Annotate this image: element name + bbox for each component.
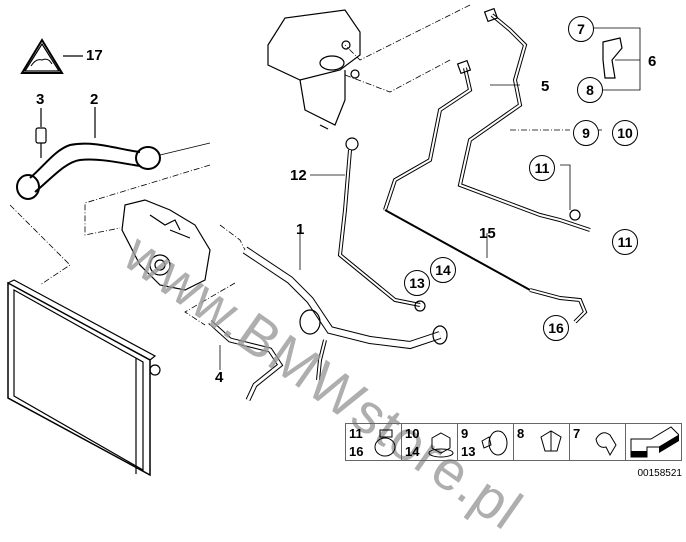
legend-number: 10 — [405, 426, 420, 441]
callout-9[interactable]: 9 — [573, 120, 599, 146]
legend-cell-hose-clamp[interactable]: 11 16 — [346, 424, 402, 460]
callout-14[interactable]: 14 — [430, 257, 456, 283]
expansion-tank-part — [267, 9, 361, 151]
vent-hose-part — [337, 149, 426, 312]
expansion-tank-hose-part — [457, 7, 591, 232]
legend-number: 9 — [461, 426, 469, 441]
clip-icon — [595, 432, 617, 457]
lower-hose-part — [208, 320, 284, 402]
callout-5[interactable]: 5 — [541, 78, 550, 95]
hex-nut-icon — [428, 432, 454, 458]
legend-number: 7 — [573, 426, 581, 441]
reference-lines — [9, 4, 570, 326]
callout-13[interactable]: 13 — [404, 270, 430, 296]
pipe-clamp-icon — [481, 430, 508, 456]
callout-3[interactable]: 3 — [36, 91, 45, 108]
hose-clamp-icon — [374, 429, 396, 457]
legend-cell-clip[interactable]: 7 — [570, 424, 626, 460]
legend-number: 14 — [405, 444, 420, 459]
legend-number: 13 — [461, 444, 476, 459]
callout-15[interactable]: 15 — [479, 225, 496, 242]
callout-7[interactable]: 7 — [568, 16, 594, 42]
legend-cell-nut[interactable]: 10 14 — [402, 424, 458, 460]
water-pump-part — [121, 199, 211, 291]
temperature-sensor-part — [35, 108, 47, 158]
legend-number: 11 — [349, 426, 363, 441]
drawing-number: 00158521 — [637, 468, 683, 479]
callout-4[interactable]: 4 — [215, 369, 224, 386]
legend-cell-arrow[interactable] — [626, 424, 681, 460]
legend-number: 16 — [349, 444, 364, 459]
warning-triangle-icon — [20, 38, 64, 74]
callout-11b[interactable]: 11 — [612, 229, 638, 255]
callout-12[interactable]: 12 — [290, 167, 307, 184]
upper-radiator-hose-part — [16, 107, 211, 200]
callout-6[interactable]: 6 — [648, 53, 657, 70]
legend-cell-clamp[interactable]: 9 13 — [458, 424, 514, 460]
callout-16[interactable]: 16 — [543, 315, 569, 341]
callout-10[interactable]: 10 — [612, 120, 638, 146]
vent-line-part — [384, 209, 588, 324]
small-parts-legend: 11 16 10 14 9 13 8 7 — [345, 423, 682, 461]
callout-8[interactable]: 8 — [577, 77, 603, 103]
callout-17[interactable]: 17 — [86, 47, 103, 64]
legend-cell-holder[interactable]: 8 — [514, 424, 570, 460]
hose-clamp-part — [560, 164, 581, 221]
arrow-icon — [630, 426, 679, 458]
radiator-part — [7, 279, 161, 477]
tank-return-hose-part — [383, 59, 473, 211]
bracket-part — [594, 27, 641, 91]
main-coolant-hose-part — [242, 228, 448, 381]
parts-diagram — [7, 4, 641, 477]
callout-2[interactable]: 2 — [90, 91, 99, 108]
callout-1[interactable]: 1 — [296, 221, 305, 238]
legend-number: 8 — [517, 426, 525, 441]
holder-icon — [540, 430, 562, 452]
callout-11a[interactable]: 11 — [529, 155, 555, 181]
